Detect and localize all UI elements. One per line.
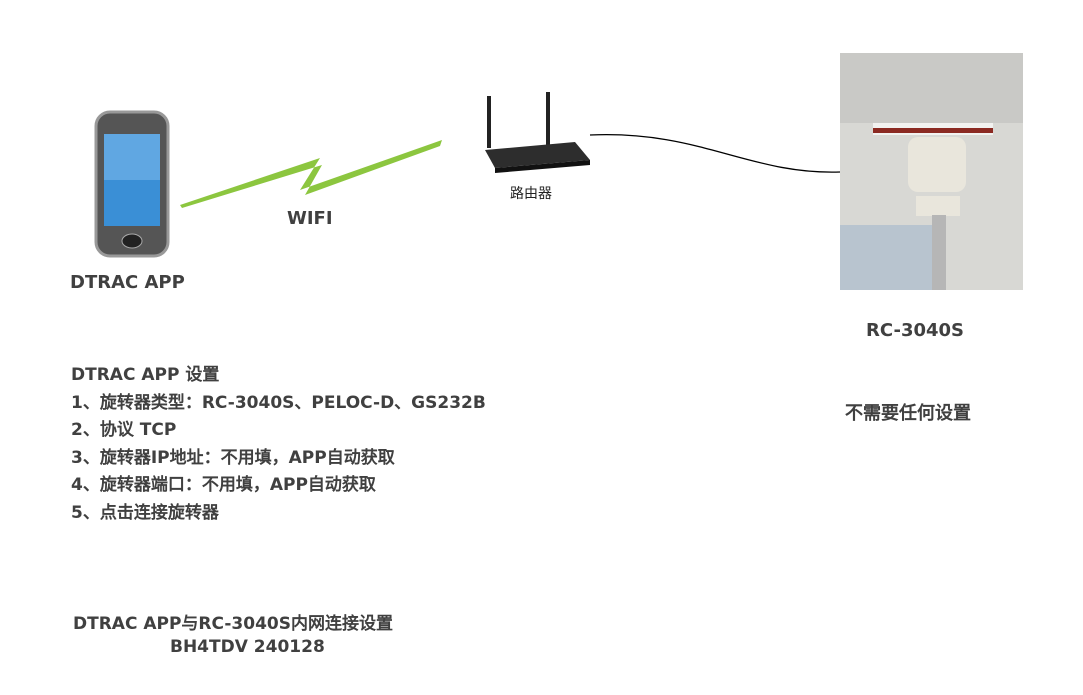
wifi-link-icon <box>180 140 442 208</box>
phone-icon <box>94 110 170 258</box>
settings-step: 1、旋转器类型：RC-3040S、PELOC-D、GS232B <box>71 392 486 413</box>
settings-list: DTRAC APP 设置 1、旋转器类型：RC-3040S、PELOC-D、GS… <box>71 362 486 527</box>
rotator-photo <box>840 53 1023 290</box>
footer-author: BH4TDV 240128 <box>170 637 325 657</box>
settings-step: 2、协议 TCP <box>71 420 177 440</box>
footer-title: DTRAC APP与RC-3040S内网连接设置 <box>73 614 393 634</box>
wifi-label: WIFI <box>287 208 333 229</box>
settings-step: 5、点击连接旋转器 <box>71 502 219 523</box>
router-label: 路由器 <box>510 186 552 202</box>
no-setup-label: 不需要任何设置 <box>845 403 971 424</box>
settings-title: DTRAC APP 设置 <box>71 365 220 385</box>
settings-step: 4、旋转器端口：不用填，APP自动获取 <box>71 475 376 495</box>
settings-step: 3、旋转器IP地址：不用填，APP自动获取 <box>71 447 395 468</box>
app-label: DTRAC APP <box>70 272 185 293</box>
cable <box>589 133 841 173</box>
router-icon <box>485 92 590 173</box>
rotator-label: RC-3040S <box>866 320 965 341</box>
